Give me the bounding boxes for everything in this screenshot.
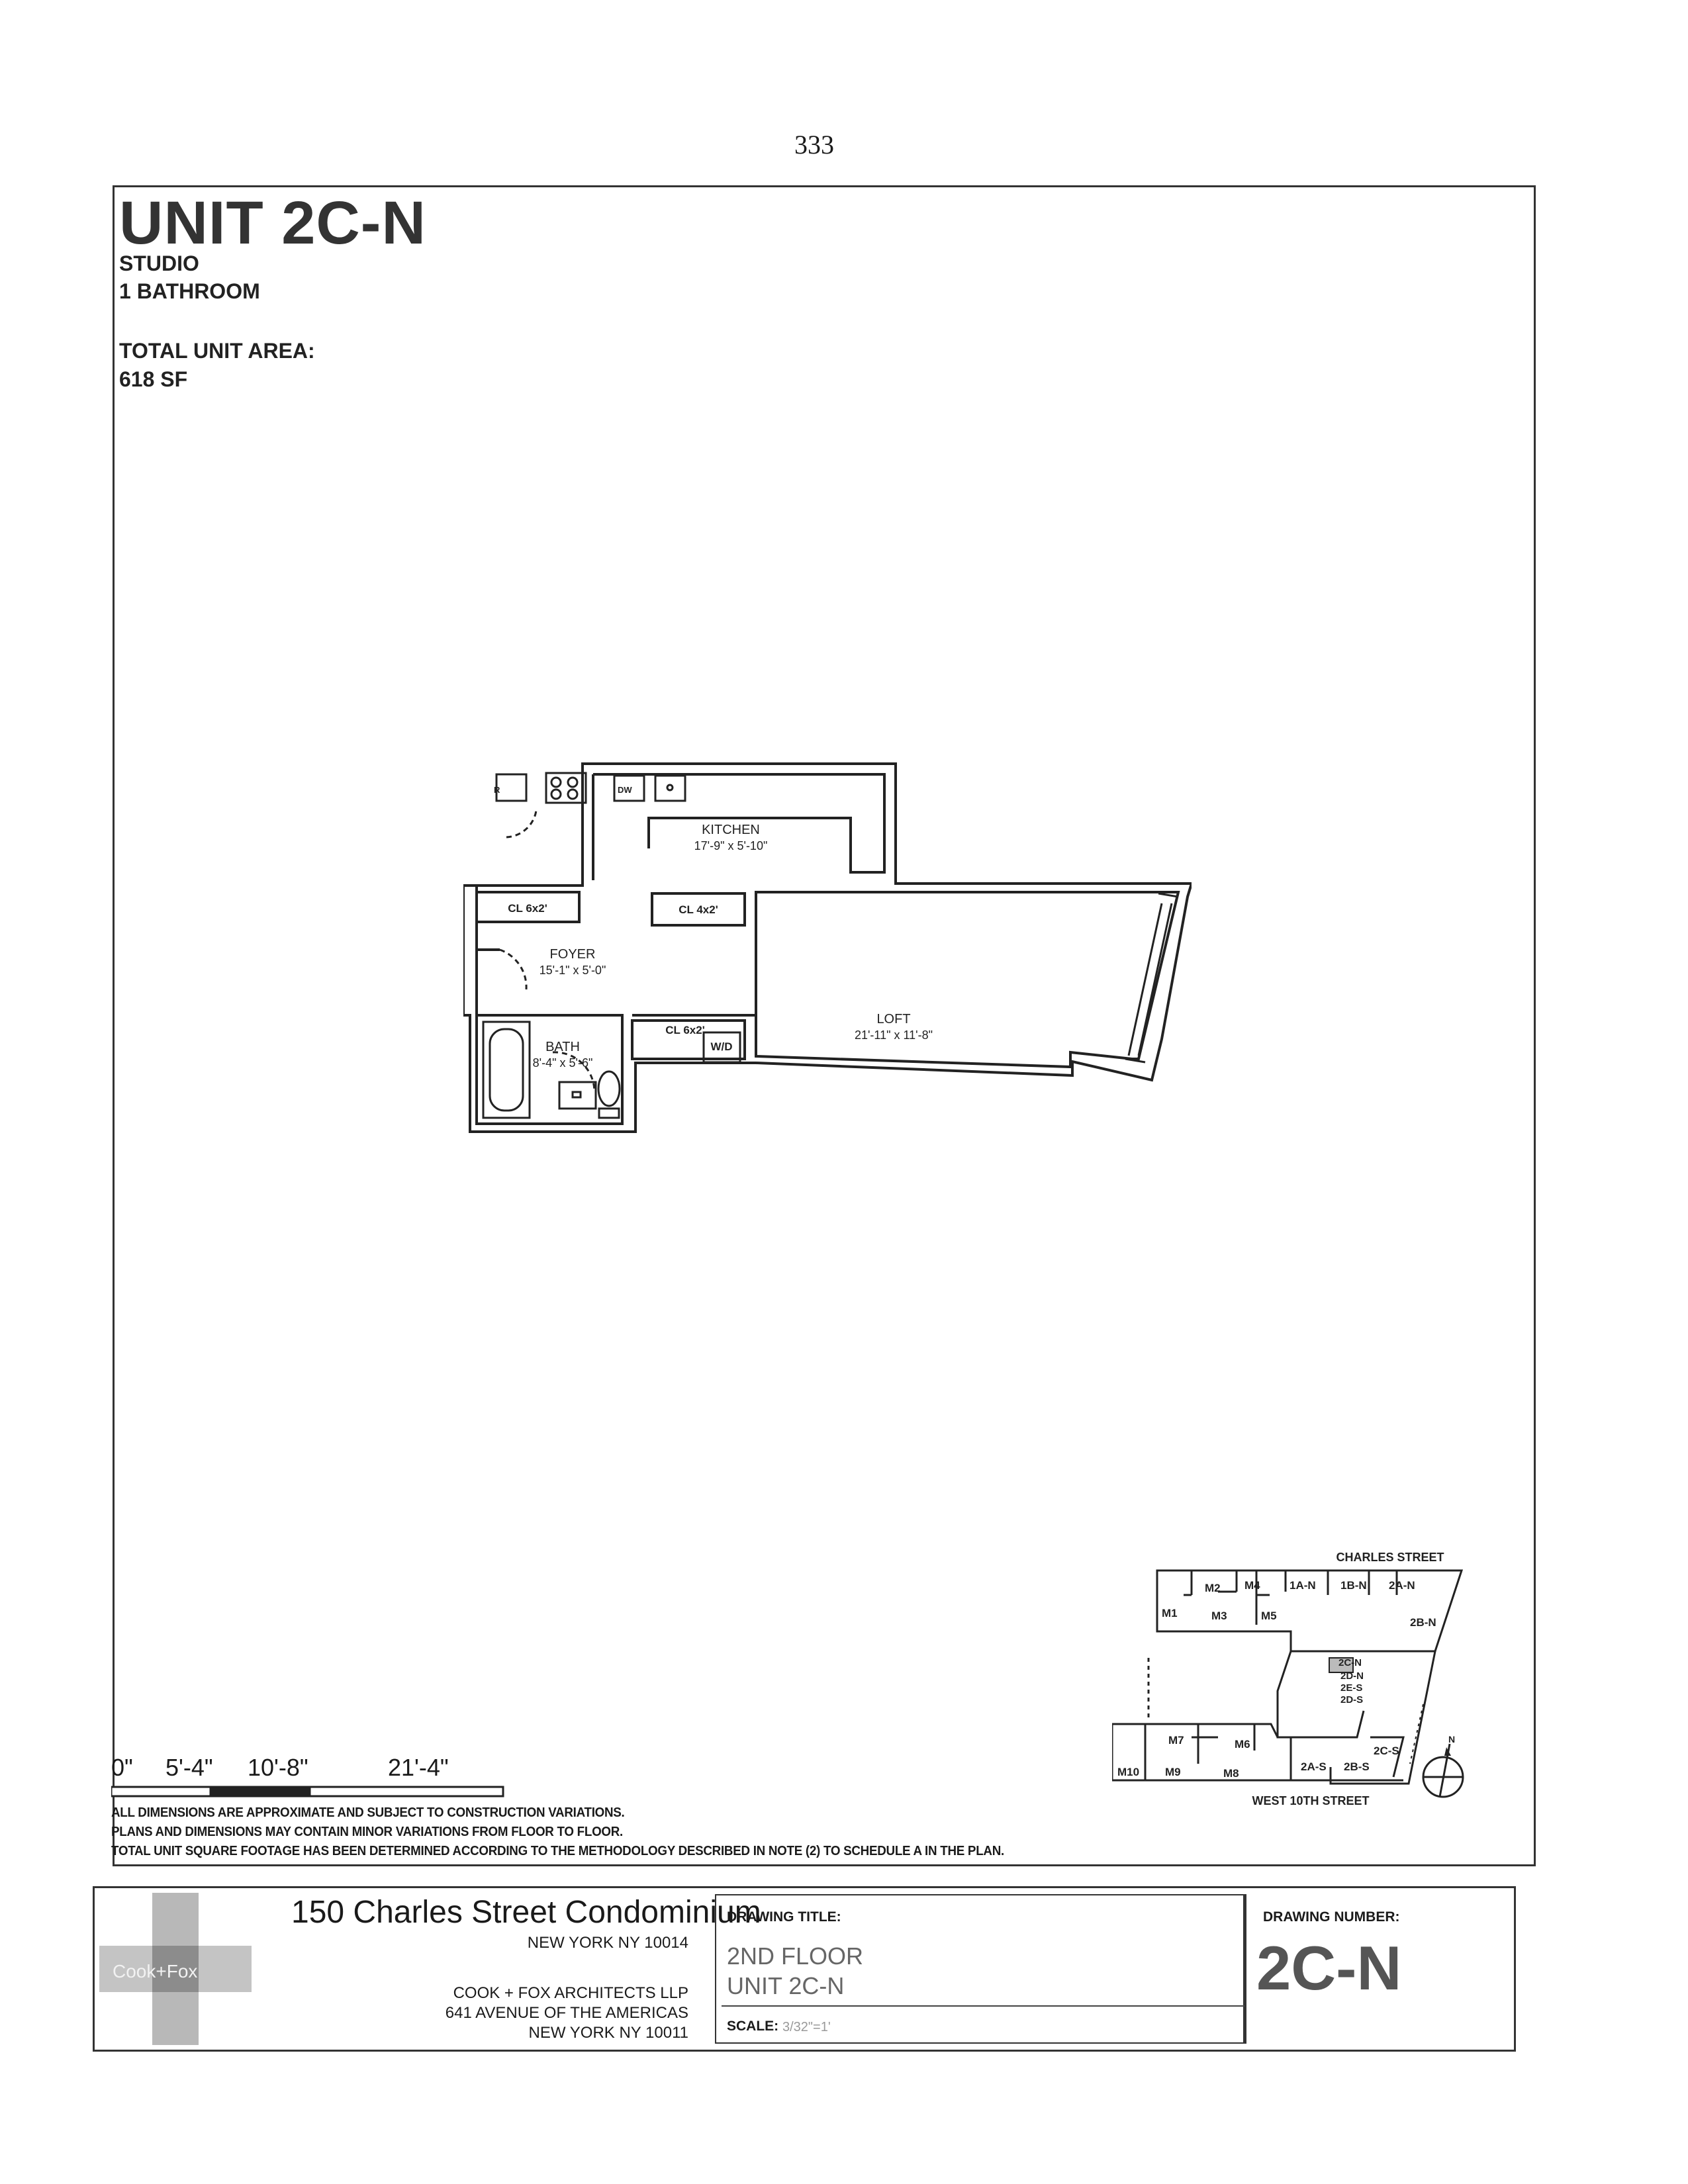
scale-label-3: 21'-4" [388, 1754, 449, 1781]
refrigerator [495, 773, 528, 802]
key-plan: CHARLES STREET WEST 10TH STREET M2 M4 1A… [1112, 1551, 1464, 1807]
fixture-washer-dryer: W/D [710, 1040, 732, 1053]
keyplan-unit-1b-n: 1B-N [1340, 1579, 1367, 1592]
unit-type: STUDIO [119, 251, 199, 275]
keyplan-unit-m1: M1 [1162, 1607, 1178, 1619]
closet-2-label: CL 4x2' [679, 903, 718, 916]
north-arrow-icon: N [1422, 1734, 1464, 1798]
note-1: ALL DIMENSIONS ARE APPROXIMATE AND SUBJE… [111, 1805, 625, 1820]
keyplan-unit-m9: M9 [1165, 1766, 1181, 1778]
page-number: 333 [794, 130, 834, 159]
keyplan-unit-m5: M5 [1261, 1610, 1277, 1622]
architect-city: NEW YORK NY 10011 [528, 2024, 688, 2042]
drawing-title-line-1: 2ND FLOOR [727, 1942, 864, 1970]
keyplan-unit-2b-s: 2B-S [1344, 1760, 1370, 1773]
building-name: 150 Charles Street Condominium [291, 1895, 761, 1930]
drawing-title-line-2: UNIT 2C-N [727, 1972, 845, 1999]
fixture-dishwasher: DW [618, 785, 632, 795]
scale-value: 3/32"=1' [782, 2020, 831, 2034]
keyplan-unit-2a-s: 2A-S [1301, 1760, 1327, 1773]
keyplan-unit-2e-s: 2E-S [1340, 1682, 1362, 1694]
area-value: 618 SF [119, 367, 188, 391]
keyplan-unit-2b-n: 2B-N [1410, 1616, 1436, 1629]
bathtub [482, 1021, 531, 1119]
kitchen-name: KITCHEN [702, 823, 760, 837]
keyplan-unit-m10: M10 [1117, 1766, 1139, 1778]
toilet [597, 1070, 621, 1107]
scale-label-0: 0" [111, 1754, 133, 1781]
dishwasher [613, 774, 645, 802]
keyplan-unit-2a-n: 2A-N [1389, 1579, 1415, 1592]
scale-bar-labels: 0" 5'-4" 10'-8" 21'-4" [111, 1754, 482, 1787]
keyplan-unit-m3: M3 [1211, 1610, 1227, 1622]
loft-dims: 21'-11" x 11'-8" [855, 1028, 933, 1042]
loft-name: LOFT [876, 1012, 910, 1026]
scale-label-1: 5'-4" [165, 1754, 213, 1781]
north-label: N [1448, 1734, 1455, 1745]
drawing-number: 2C-N [1256, 1933, 1402, 2003]
closet-1-label: CL 6x2' [508, 902, 547, 915]
closet-2 [651, 892, 746, 927]
washer-dryer [702, 1031, 741, 1064]
area-label: TOTAL UNIT AREA: [119, 339, 315, 363]
drawing-number-label: DRAWING NUMBER: [1263, 1909, 1400, 1925]
keyplan-street-south: WEST 10TH STREET [1252, 1794, 1369, 1807]
drawing-frame [113, 185, 1536, 1866]
keyplan-unit-m6: M6 [1235, 1738, 1250, 1751]
logo-text: Cook+Fox [113, 1961, 197, 1981]
architect-address: 641 AVENUE OF THE AMERICAS [445, 2004, 688, 2022]
keyplan-unit-m4: M4 [1244, 1579, 1260, 1592]
floor-plan: R DW KITCHEN 17'-9" x 5'-10" CL 6x2' CL … [463, 762, 1192, 1133]
unit-bathrooms: 1 BATHROOM [119, 279, 260, 303]
keyplan-street-north: CHARLES STREET [1336, 1551, 1444, 1564]
keyplan-unit-m7: M7 [1168, 1734, 1184, 1747]
keyplan-unit-1a-n: 1A-N [1289, 1579, 1316, 1592]
unit-outline [463, 762, 1192, 1133]
foyer-name: FOYER [550, 947, 596, 962]
architect-name: COOK + FOX ARCHITECTS LLP [453, 1984, 688, 2002]
keyplan-unit-2c-n: 2C-N [1338, 1657, 1362, 1668]
keyplan-unit-2c-s: 2C-S [1374, 1745, 1399, 1757]
keyplan-unit-2d-n: 2D-N [1340, 1670, 1364, 1682]
closet-1 [475, 891, 581, 923]
cook-fox-logo: Cook+Fox [99, 1893, 252, 2045]
keyplan-unit-m8: M8 [1223, 1767, 1239, 1780]
closet-3 [631, 1019, 746, 1060]
scale-label-2: 10'-8" [248, 1754, 308, 1781]
closet-3-label: CL 6x2' [665, 1024, 704, 1036]
bath-name: BATH [545, 1040, 580, 1054]
unit-title: UNIT 2C-N [119, 189, 426, 257]
note-2: PLANS AND DIMENSIONS MAY CONTAIN MINOR V… [111, 1825, 624, 1839]
keyplan-unit-2d-s: 2D-S [1340, 1694, 1363, 1706]
drawing-title-label: DRAWING TITLE: [727, 1909, 841, 1925]
scale-label: SCALE: [727, 2019, 779, 2034]
foyer-dims: 15'-1" x 5'-0" [539, 964, 606, 977]
kitchen-dims: 17'-9" x 5'-10" [694, 839, 768, 852]
scale-bar [111, 1786, 504, 1797]
note-3: TOTAL UNIT SQUARE FOOTAGE HAS BEEN DETER… [111, 1844, 1004, 1858]
sink-bath [558, 1081, 597, 1110]
title-block [93, 1886, 1516, 2052]
keyplan-unit-m2: M2 [1205, 1582, 1221, 1594]
range [545, 772, 587, 804]
bath-dims: 8'-4" x 5'-6" [533, 1056, 593, 1069]
building-city: NEW YORK NY 10014 [527, 1934, 688, 1952]
sink [654, 774, 686, 802]
fixture-refrigerator: R [494, 785, 500, 795]
drawing-title-box [715, 1894, 1244, 2044]
